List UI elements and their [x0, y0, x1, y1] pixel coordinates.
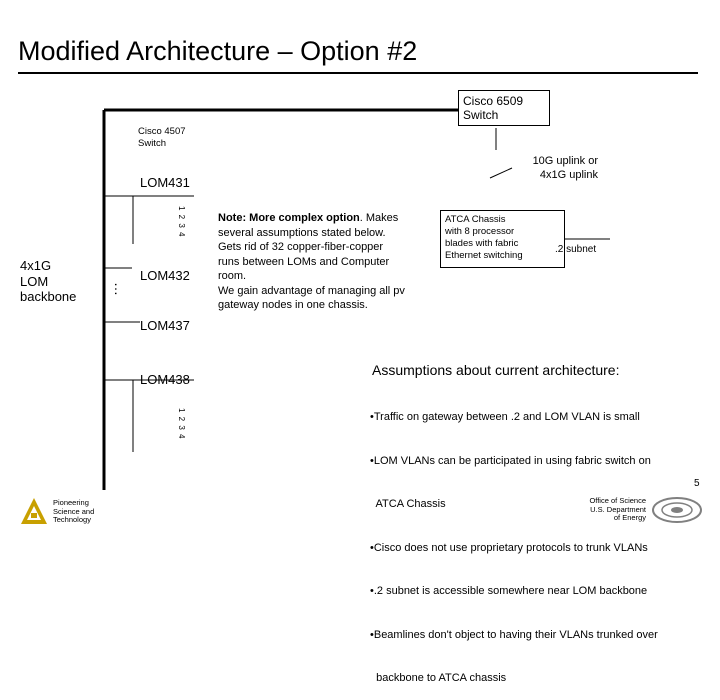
assumptions-heading: Assumptions about current architecture: — [372, 362, 620, 378]
page-title: Modified Architecture – Option #2 — [18, 36, 418, 66]
page-number: 5 — [694, 478, 700, 489]
logo-left-line-1: Science and — [53, 506, 95, 516]
backbone-label-line1: 4x1G — [20, 258, 52, 273]
logo-left-line-0: Pioneering — [53, 498, 89, 507]
atca-line-2: blades with fabric — [445, 238, 519, 249]
cisco-4507-switch-label: Cisco 4507 Switch — [138, 126, 186, 150]
doe-logo-text: Office of Science U.S. Department of Ene… — [560, 496, 646, 523]
design-note: Note: More complex option. Makes several… — [218, 211, 432, 313]
assumption-item-5: •Beamlines don't object to having their … — [370, 628, 658, 641]
ellipsis-connector: … — [112, 282, 128, 296]
cisco-4507-label-line2: Switch — [138, 138, 166, 149]
atca-line-3: Ethernet switching — [445, 250, 523, 261]
lom431-node: LOM431 — [140, 175, 190, 190]
assumption-item-4: •.2 subnet is accessible somewhere near … — [370, 585, 648, 597]
doe-logo — [651, 496, 703, 529]
lom432-node: LOM432 — [140, 268, 190, 283]
lom437-node: LOM437 — [140, 318, 190, 333]
lom431-port-labels: 1 2 3 4 — [177, 206, 186, 238]
uplink-pointer — [489, 167, 513, 179]
note-line-1: several assumptions stated below. — [218, 226, 386, 239]
note-line-2: Gets rid of 32 copper-fiber-copper — [218, 241, 384, 253]
argonne-logo-text: Pioneering Science and Technology — [53, 498, 95, 525]
note-line-6: gateway nodes in one chassis. — [218, 299, 368, 311]
argonne-logo-icon — [21, 498, 47, 524]
note-line-3: runs between LOMs and Computer — [218, 255, 390, 268]
cisco-6509-label-line1: Cisco 6509 — [463, 94, 524, 108]
logo-right-line-2: of Energy — [613, 513, 646, 522]
note-line-0: . Makes — [359, 212, 399, 224]
logo-right-line-0: Office of Science — [589, 496, 646, 505]
atca-chassis-box: ATCA Chassis with 8 processor blades wit… — [440, 210, 565, 268]
uplink-label-line1: 10G uplink or — [532, 155, 598, 167]
doe-logo-icon — [652, 497, 702, 523]
assumptions-list: •Traffic on gateway between .2 and LOM V… — [370, 381, 700, 700]
uplink-label-line2: 4x1G uplink — [539, 169, 598, 181]
assumption-item-2: ATCA Chassis — [370, 498, 446, 510]
note-line-4: room. — [218, 270, 247, 282]
backbone-label-line2: LOM — [20, 273, 49, 289]
assumption-item-0: •Traffic on gateway between .2 and LOM V… — [370, 411, 640, 423]
logo-left-line-2: Technology — [53, 515, 91, 524]
uplink-label: 10G uplink or 4x1G uplink — [520, 154, 598, 182]
cisco-6509-switch: Cisco 6509 Switch — [458, 90, 550, 126]
logo-right-line-1: U.S. Department — [590, 504, 646, 514]
backbone-label-line3: backbone — [20, 289, 77, 304]
network-diagram-lines — [102, 108, 610, 490]
lom-backbone-label: 4x1G LOM backbone — [20, 258, 76, 305]
lom438-port-labels: 1 2 3 4 — [177, 408, 186, 440]
cisco-4507-label-line1: Cisco 4507 — [138, 126, 186, 137]
note-line-5: We gain advantage of managing all pv — [218, 284, 405, 297]
assumption-item-1: •LOM VLANs can be participated in using … — [370, 454, 651, 467]
cisco-6509-label-line2: Switch — [463, 108, 499, 122]
argonne-logo — [20, 497, 48, 530]
atca-line-0: ATCA Chassis — [445, 214, 506, 225]
assumption-item-6: backbone to ATCA chassis — [370, 672, 507, 684]
lom438-node: LOM438 — [140, 372, 190, 387]
note-bold-lead: Note: More complex option — [218, 212, 360, 224]
assumption-item-3: •Cisco does not use proprietary protocol… — [370, 541, 648, 554]
subnet-label: .2 subnet — [555, 244, 597, 255]
title-divider — [18, 72, 698, 74]
atca-line-1: with 8 processor — [445, 226, 515, 237]
